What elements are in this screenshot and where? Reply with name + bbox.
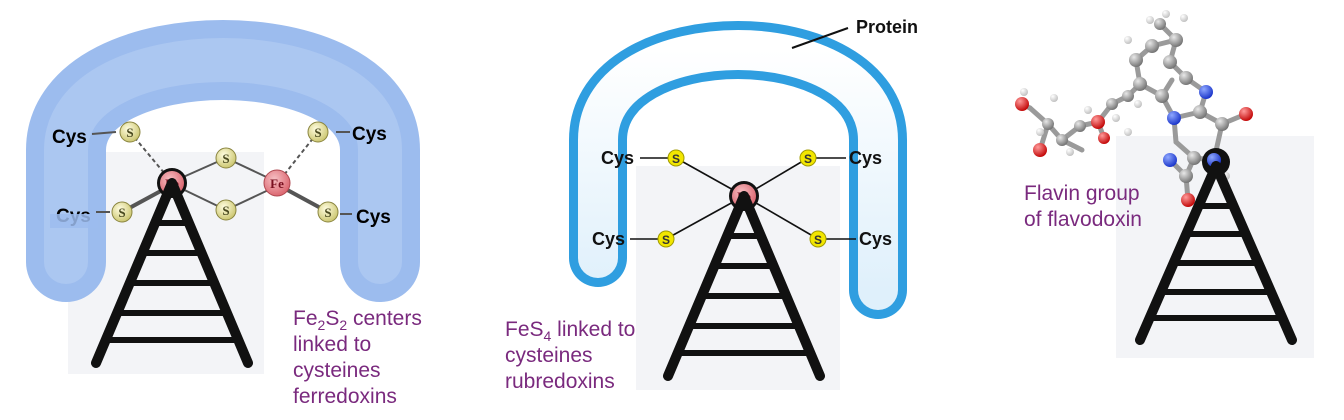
panel-ferredoxin: S S S S S S Fe Fe Cys Cys Cys Cys [25,20,420,374]
formula-subscript: 4 [543,328,552,345]
formula-subscript: 2 [317,317,326,334]
caption-rubredoxin: FeS4 linked to cysteines rubredoxins [505,317,665,395]
formula-part: Fe [293,307,318,330]
cys-label: Cys [352,124,387,145]
sulfur-label: S [126,125,133,140]
sulfur-label: S [662,233,670,247]
caption-line: linked to [293,333,372,356]
sulfur-atoms: S S S S S S [111,121,339,223]
sulfur-label: S [118,205,125,220]
protein-label: Protein [856,17,918,37]
caption-text: linked to [551,318,636,341]
caption-line: FeS4 linked to [505,317,665,343]
sulfur-label: S [804,152,812,166]
caption-flavodoxin: Flavin group of flavodoxin [1024,181,1184,233]
cell-tower-icon [1135,161,1297,345]
sulfur-label: S [314,125,321,140]
cys-label: Cys [859,229,892,249]
formula-part: FeS [505,318,544,341]
sulfur-label: S [672,152,680,166]
cell-tower-icon [663,191,825,381]
panel-flavodoxin [1015,10,1314,358]
caption-line: of flavodoxin [1024,208,1142,231]
formula-subscript: 2 [339,317,348,334]
formula-part: S [325,307,340,330]
caption-line: cysteines [505,344,593,367]
caption-line: ferredoxins [293,385,397,408]
flavin-atoms [1015,10,1253,207]
cell-tower-icon [91,178,253,368]
sulfur-label: S [814,233,822,247]
sulfur-atoms: S S S S [657,149,827,248]
caption-ferredoxin: Fe2S2 centers linked to cysteines ferred… [293,306,463,410]
caption-text: centers [347,307,422,330]
caption-line: Fe2S2 centers [293,306,463,332]
cys-label: Cys [601,148,634,168]
panel-rubredoxin: Protein S S S S Fe Cys Cy [569,17,918,390]
caption-line: Flavin group [1024,182,1140,205]
iron-label: Fe [270,176,284,191]
sulfur-label: S [222,203,229,218]
sulfur-label: S [222,151,229,166]
cys-label: Cys [356,207,391,228]
cys-label: Cys [849,148,882,168]
cys-label: Cys [592,229,625,249]
caption-line: cysteines [293,359,381,382]
sulfur-label: S [324,205,331,220]
leader-line [791,27,849,49]
caption-line: rubredoxins [505,370,615,393]
cys-label: Cys [52,127,87,148]
